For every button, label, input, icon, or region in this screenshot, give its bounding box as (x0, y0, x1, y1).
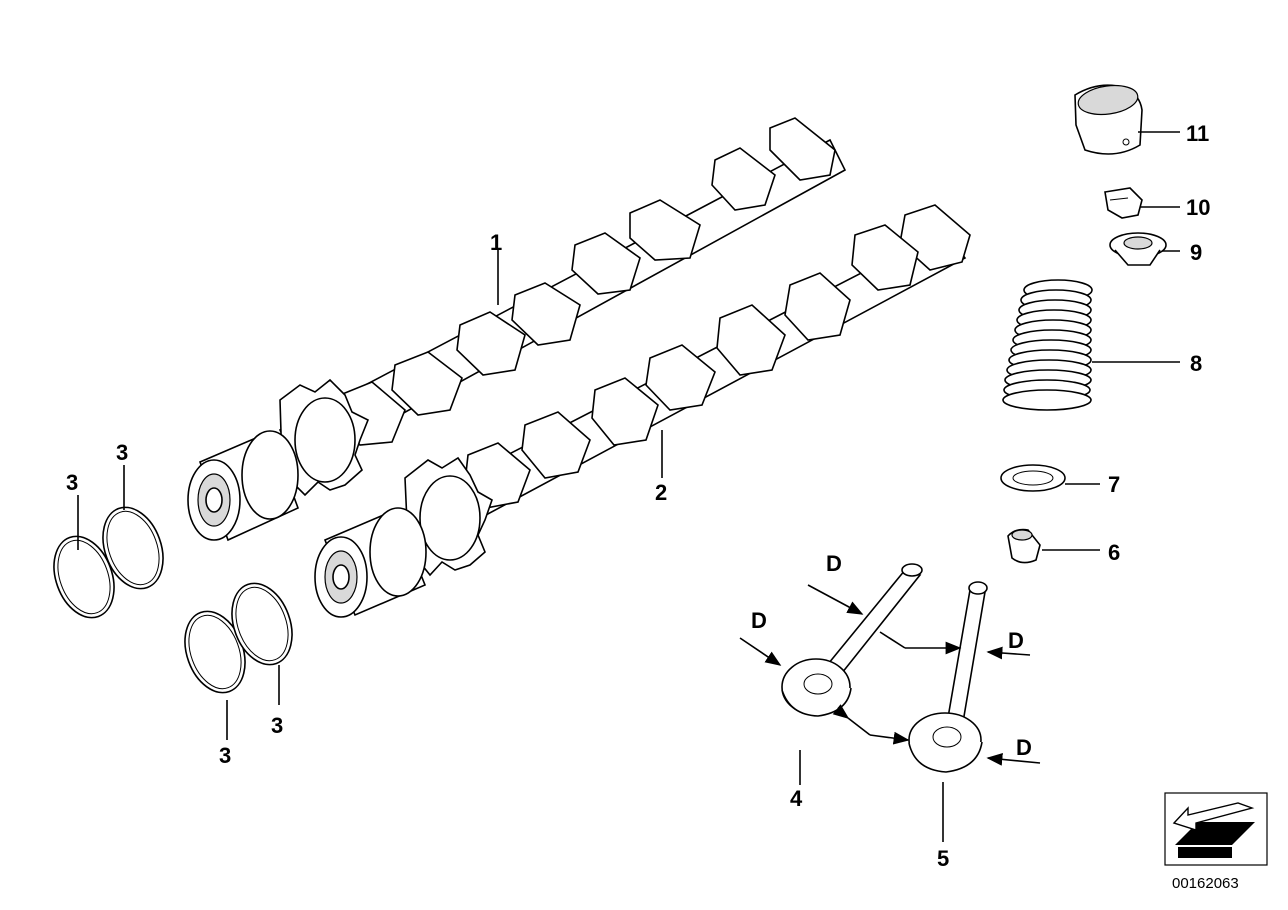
orientation-arrow-icon (1164, 792, 1268, 866)
diagram-number: 00162063 (1172, 875, 1239, 892)
callout-1: 1 (490, 230, 502, 255)
callout-10: 10 (1186, 195, 1210, 220)
callout-3c: 3 (219, 743, 231, 768)
callout-9: 9 (1190, 240, 1202, 265)
callout-11: 11 (1186, 121, 1209, 146)
spring-seat-7 (1000, 464, 1066, 492)
camshaft-2 (314, 204, 971, 618)
leader-lines (77, 131, 1180, 842)
callout-6: 6 (1108, 540, 1120, 565)
callout-5: 5 (937, 846, 949, 871)
dimension-label-d2: D (751, 608, 767, 633)
callout-2: 2 (655, 480, 667, 505)
callout-7: 7 (1108, 472, 1120, 497)
valve-4 (781, 563, 923, 717)
bucket-tappet-11 (1074, 84, 1143, 155)
dimension-label-d4: D (1016, 735, 1032, 760)
valve-spring-8 (1002, 279, 1093, 411)
dimension-label-d3: D (1008, 628, 1024, 653)
valve-keeper-10 (1104, 187, 1143, 219)
callout-3b: 3 (66, 470, 78, 495)
callout-3a: 3 (116, 440, 128, 465)
spring-retainer-9 (1109, 232, 1167, 266)
camshaft-1 (187, 117, 847, 542)
callout-labels: 1 2 3 3 3 3 4 5 6 7 8 9 10 11 D D D D (66, 121, 1210, 871)
callout-8: 8 (1190, 351, 1202, 376)
valve-5 (908, 581, 988, 773)
dimension-arrows (739, 584, 1041, 766)
dimension-label-d1: D (826, 551, 842, 576)
valve-stem-seal-6 (1007, 528, 1041, 564)
callout-4: 4 (790, 786, 803, 811)
o-rings-3 (53, 506, 293, 694)
callout-3d: 3 (271, 713, 283, 738)
